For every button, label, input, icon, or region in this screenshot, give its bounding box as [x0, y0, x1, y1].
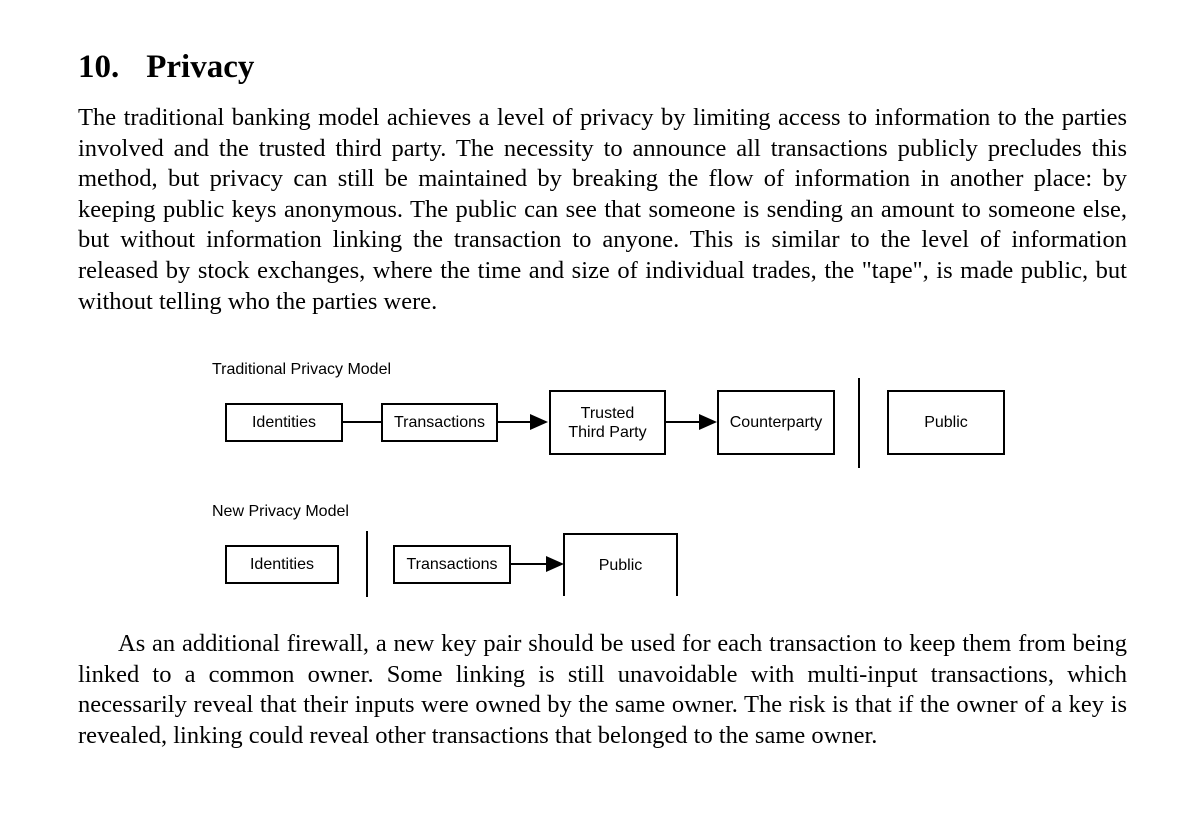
box-trusted-third-party-line1: Trusted	[580, 404, 635, 422]
arrow-transactions-to-public	[511, 563, 547, 565]
privacy-divider-line	[366, 531, 368, 597]
connector-line-identities-transactions	[343, 421, 381, 423]
privacy-divider-line	[858, 378, 860, 468]
section-heading: 10. Privacy	[78, 48, 254, 86]
arrowhead-right-icon	[546, 556, 564, 572]
box-identities: Identities	[225, 403, 343, 442]
box-transactions: Transactions	[393, 545, 511, 584]
arrowhead-right-icon	[699, 414, 717, 430]
box-trusted-third-party: Trusted Third Party	[549, 390, 666, 455]
paragraph-privacy-intro: The traditional banking model achieves a…	[78, 104, 1127, 315]
arrow-trusted-third-party-to-counterparty	[666, 421, 700, 423]
diagram-title-traditional-privacy-model: Traditional Privacy Model	[212, 361, 392, 378]
box-transactions: Transactions	[381, 403, 498, 442]
section-number: 10.	[78, 49, 120, 85]
box-public: Public	[563, 533, 678, 596]
diagram-title-new-privacy-model: New Privacy Model	[212, 503, 349, 520]
arrowhead-right-icon	[530, 414, 548, 430]
paragraph-key-pair-firewall: As an additional firewall, a new key pai…	[78, 630, 1127, 749]
arrow-transactions-to-trusted-third-party	[498, 421, 531, 423]
box-trusted-third-party-line2: Third Party	[568, 423, 647, 441]
box-public: Public	[887, 390, 1005, 455]
box-counterparty: Counterparty	[717, 390, 835, 455]
section-title: Privacy	[146, 49, 255, 85]
box-identities: Identities	[225, 545, 339, 584]
